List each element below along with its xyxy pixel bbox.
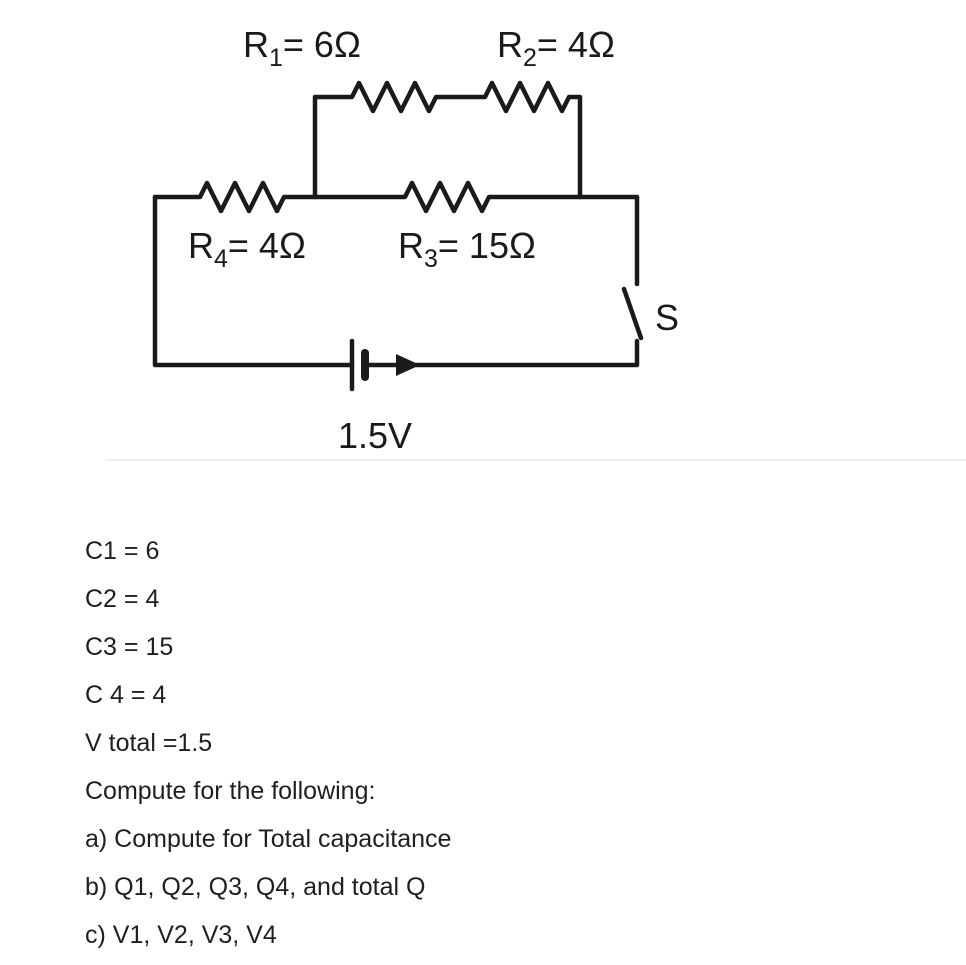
resistor-r1-r2-loop: [312, 80, 583, 200]
resistor-r4-r3-wire: [152, 180, 640, 214]
r2-label: R2= 4Ω: [497, 24, 615, 72]
switch-label: S: [655, 297, 679, 338]
problem-line-c1: C1 = 6: [85, 537, 160, 565]
problem-line-b: b) Q1, Q2, Q3, Q4, and total Q: [85, 873, 426, 901]
problem-line-c2: C2 = 4: [85, 585, 160, 613]
outer-bottom-right-wire: [362, 338, 640, 368]
problem-line-c: c) V1, V2, V3, V4: [85, 921, 277, 949]
current-arrow-icon: [396, 354, 420, 376]
problem-line-a: a) Compute for Total capacitance: [85, 825, 452, 853]
problem-line-c3: C3 = 15: [85, 633, 174, 661]
r1-label: R1= 6Ω: [243, 24, 361, 72]
problem-line-c4: C 4 = 4: [85, 681, 167, 709]
problem-line-compute: Compute for the following:: [85, 777, 376, 805]
r4-label: R4= 4Ω: [188, 225, 306, 273]
problem-text: C1 = 6 C2 = 4 C3 = 15 C 4 = 4 V total =1…: [85, 527, 785, 959]
section-divider: [105, 459, 966, 461]
r3-label: R3= 15Ω: [398, 225, 536, 273]
circuit-diagram: R1= 6Ω R2= 4Ω R4= 4Ω R3= 15Ω 1.5V S: [152, 24, 679, 456]
outer-left-bottom-wire: [152, 194, 355, 368]
battery-voltage-label: 1.5V: [338, 415, 412, 456]
problem-line-vtotal: V total =1.5: [85, 729, 213, 757]
switch-blade: [621, 286, 644, 341]
